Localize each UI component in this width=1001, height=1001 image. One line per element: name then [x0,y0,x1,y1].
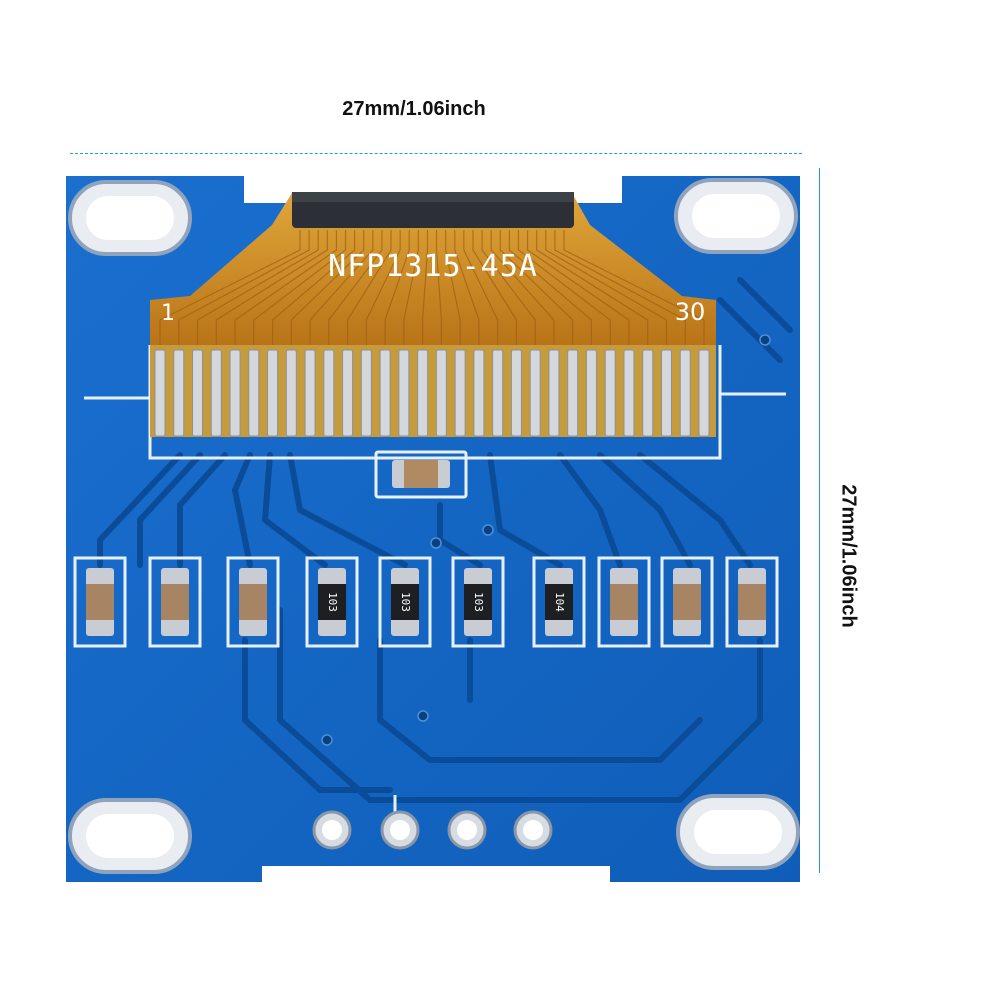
smd-component-row: 103 103 103 104 [73,556,779,648]
connector-pin [342,349,354,437]
connector-pin [585,349,597,437]
connector-pin [454,349,466,437]
connector-pin [679,349,691,437]
smd-component [660,556,714,648]
width-dimension-line [70,153,802,154]
connector-pin [473,349,485,437]
connector-pin [229,349,241,437]
connector-pin [267,349,279,437]
smd-component [597,556,651,648]
smd-component: 103 [305,556,359,648]
connector-pin [210,349,222,437]
smd-component: 103 [451,556,505,648]
connector-pin [567,349,579,437]
connector-pin [304,349,316,437]
pin-1-label: 1 [161,301,175,326]
connector-pin [248,349,260,437]
smd-component [73,556,127,648]
connector-pin [379,349,391,437]
traces [97,277,793,803]
connector-pin [192,349,204,437]
connector-pin [529,349,541,437]
center-capacitor [392,460,450,488]
smd-component: 103 [378,556,432,648]
flex-fanout [159,230,705,345]
resistor-marking: 104 [553,592,566,612]
connector-pin [398,349,410,437]
connector-pin [492,349,504,437]
smd-component [725,556,779,648]
connector-pin [623,349,635,437]
smd-component [148,556,202,648]
pin-30-label: 30 [675,298,706,326]
connector-pin [435,349,447,437]
resistor-marking: 103 [326,592,339,612]
mounting-holes [68,178,800,874]
smd-component: 104 [532,556,586,648]
flex-cable [150,193,716,345]
connector-pin [642,349,654,437]
vias [321,334,771,746]
connector-pin [660,349,672,437]
resistor-marking: 103 [399,592,412,612]
connector-pin [604,349,616,437]
connector-pin [698,349,710,437]
connector-pin [285,349,297,437]
height-dimension-line [819,168,820,873]
pad-strip [150,345,716,437]
resistor-marking: 103 [472,592,485,612]
connector-pin [360,349,372,437]
connector-pin [548,349,560,437]
smd-component [226,556,280,648]
connector-pin [154,349,166,437]
connector-part-number: NFP1315-45A [328,249,538,284]
header-pins [312,810,553,850]
width-dimension-label: 27mm/1.06inch [342,98,486,120]
connector-pin [323,349,335,437]
connector-pins [154,349,710,437]
connector-pin [173,349,185,437]
connector-pin [417,349,429,437]
connector-pin [510,349,522,437]
